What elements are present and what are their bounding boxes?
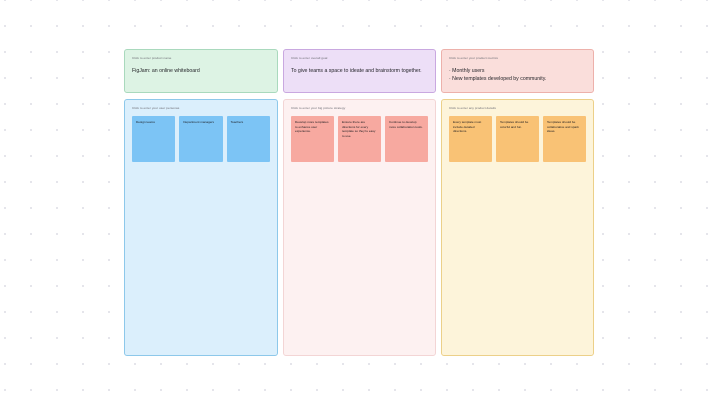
overall-goal-text[interactable]: To give teams a space to ideate and brai… bbox=[291, 68, 422, 75]
product-metrics-text[interactable]: · Monthly users · New templates develope… bbox=[449, 68, 586, 84]
sticky-note-text: Every template must include detailed dir… bbox=[453, 120, 482, 134]
sticky-note-text: Continue to develop more collaboration t… bbox=[389, 120, 423, 129]
frame-product-name[interactable]: Click to enter product name FigJam: an o… bbox=[124, 49, 278, 93]
metric-bullet: · Monthly users bbox=[449, 68, 485, 75]
frame-label-product-metrics: Click to enter your product metrics bbox=[449, 56, 499, 60]
sticky-note[interactable]: Ensure there are directions for every te… bbox=[338, 116, 381, 163]
sticky-note-text: Teachers bbox=[230, 120, 244, 125]
sticky-note-text: Design teams bbox=[136, 120, 155, 125]
frame-product-metrics[interactable]: Click to enter your product metrics · Mo… bbox=[441, 49, 594, 93]
sticky-note-row: Every template must include detailed dir… bbox=[449, 116, 586, 163]
sticky-note[interactable]: Design teams bbox=[132, 116, 176, 163]
frame-label-product-details: Click to enter any product details bbox=[449, 106, 496, 110]
sticky-note-text: Templates should be collaborative and sp… bbox=[547, 120, 579, 134]
sticky-note[interactable]: Teachers bbox=[226, 116, 270, 163]
sticky-note[interactable]: Every template must include detailed dir… bbox=[449, 116, 492, 163]
frame-user-personas[interactable]: Click to enter your user personas Design… bbox=[124, 99, 278, 356]
sticky-note[interactable]: Develop more templates to enhance user e… bbox=[291, 116, 334, 163]
frame-label-big-picture-strategy: Click to enter your big picture strategy bbox=[291, 106, 346, 110]
sticky-note-text: Templates should be colorful and fun. bbox=[500, 120, 529, 129]
frame-big-picture-strategy[interactable]: Click to enter your big picture strategy… bbox=[283, 99, 436, 356]
metric-bullet: · New templates developed by community. bbox=[449, 75, 547, 82]
frame-label-user-personas: Click to enter your user personas bbox=[132, 106, 180, 110]
sticky-note[interactable]: Department managers bbox=[179, 116, 223, 163]
sticky-note-text: Department managers bbox=[183, 120, 215, 125]
frame-product-details[interactable]: Click to enter any product details Every… bbox=[441, 99, 594, 356]
sticky-note[interactable]: Continue to develop more collaboration t… bbox=[385, 116, 428, 163]
frame-label-product-name: Click to enter product name bbox=[132, 56, 172, 60]
sticky-note-text: Develop more templates to enhance user e… bbox=[295, 120, 329, 134]
sticky-note-row: Design teams Department managers Teacher… bbox=[132, 116, 270, 163]
sticky-note-row: Develop more templates to enhance user e… bbox=[291, 116, 428, 163]
sticky-note-text: Ensure there are directions for every te… bbox=[342, 120, 376, 139]
product-name-text[interactable]: FigJam: an online whiteboard bbox=[132, 68, 200, 75]
sticky-note[interactable]: Templates should be collaborative and sp… bbox=[543, 116, 586, 163]
sticky-note[interactable]: Templates should be colorful and fun. bbox=[496, 116, 539, 163]
frame-label-overall-goal: Click to enter overall goal bbox=[291, 56, 328, 60]
frame-overall-goal[interactable]: Click to enter overall goal To give team… bbox=[283, 49, 436, 93]
